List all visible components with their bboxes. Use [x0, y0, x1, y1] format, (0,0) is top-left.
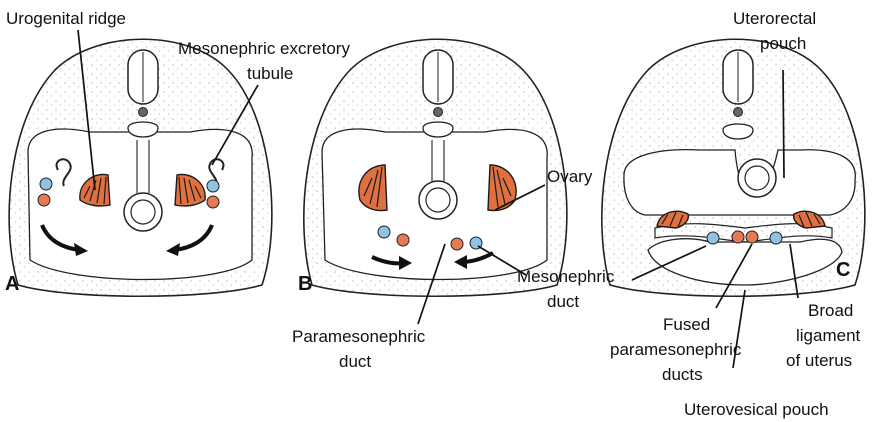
notochord-c — [734, 108, 743, 117]
label-mesonephric-excretory: Mesonephric excretory — [178, 39, 350, 58]
panel-a: A — [5, 39, 272, 296]
label-fused-1: Fused — [663, 315, 710, 334]
panel-b: B — [298, 39, 567, 296]
label-tubule: tubule — [247, 64, 293, 83]
aorta-c — [723, 124, 753, 139]
panel-letter-b: B — [298, 273, 312, 295]
panel-letter-c: C — [836, 259, 850, 281]
label-paramesonephric-2: duct — [339, 352, 371, 371]
notochord-b — [434, 108, 443, 117]
label-urogenital-ridge: Urogenital ridge — [6, 9, 126, 28]
label-uterorectal-2: pouch — [760, 34, 806, 53]
paramesonephric-duct-left-b — [397, 234, 409, 246]
paramesonephric-duct-left-a — [38, 194, 50, 206]
aorta-a — [128, 122, 158, 137]
label-broad-1: Broad — [808, 301, 853, 320]
mesonephric-duct-left-c — [707, 232, 719, 244]
label-mesonephric-duct-2: duct — [547, 292, 579, 311]
paramesonephric-duct-right-b — [451, 238, 463, 250]
label-uterorectal-1: Uterorectal — [733, 9, 816, 28]
label-fused-2: paramesonephric — [610, 340, 742, 359]
mesonephric-duct-left-a — [40, 178, 52, 190]
label-fused-3: ducts — [662, 365, 703, 384]
label-broad-3: of uterus — [786, 351, 852, 370]
mesonephric-duct-right-c — [770, 232, 782, 244]
label-uterovesical-pouch: Uterovesical pouch — [684, 400, 829, 419]
paramesonephric-duct-right-a — [207, 196, 219, 208]
notochord-a — [139, 108, 148, 117]
mesonephric-duct-right-a — [207, 180, 219, 192]
fused-paramesonephric-right-c — [746, 231, 758, 243]
panel-letter-a: A — [5, 273, 19, 295]
label-ovary: Ovary — [547, 167, 593, 186]
label-broad-2: ligament — [796, 326, 861, 345]
label-mesonephric-duct-1: Mesonephric — [517, 267, 615, 286]
aorta-b — [423, 122, 453, 137]
mesonephric-duct-left-b — [378, 226, 390, 238]
label-paramesonephric-1: Paramesonephric — [292, 327, 426, 346]
panel-c: C — [602, 39, 865, 296]
fused-paramesonephric-left-c — [732, 231, 744, 243]
